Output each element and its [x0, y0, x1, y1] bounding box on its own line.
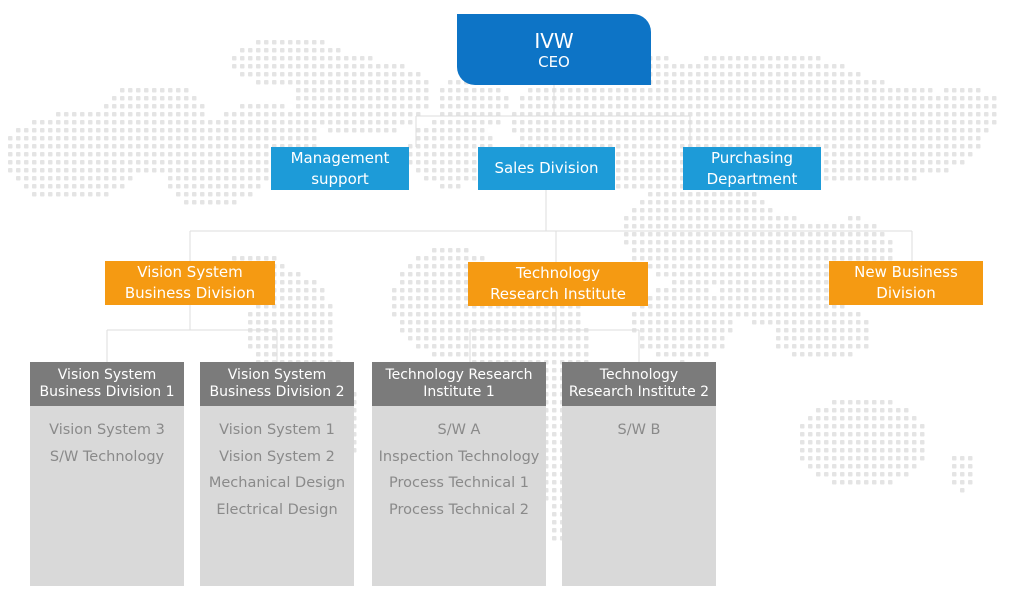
box-label-line1: Management: [290, 148, 390, 167]
header-line1: Vision System: [57, 367, 157, 383]
box-label-line1: New Business: [854, 263, 958, 281]
box-label-line1: Technology: [515, 264, 601, 282]
ceo-name: IVW: [534, 28, 574, 53]
box-label-line2: support: [311, 169, 369, 188]
team-item: Vision System 1: [219, 422, 335, 438]
research-institute-2-header: Technology Research Institute 2: [562, 362, 716, 406]
management-support-box: Management support: [271, 147, 409, 190]
connector-vision-division: [106, 305, 278, 362]
vision-division-2-body: Vision System 1 Vision System 2 Mechanic…: [200, 406, 354, 586]
box-label-line1: Vision System: [137, 263, 243, 281]
box-label-line2: Research Institute: [490, 285, 626, 303]
team-item: S/W B: [617, 422, 661, 438]
team-item: S/W A: [437, 422, 481, 438]
connector-ceo-level1: [415, 85, 691, 147]
purchasing-department-box: Purchasing Department: [683, 147, 821, 190]
header-line1: Vision System: [227, 367, 327, 383]
box-label-line2: Division: [876, 284, 936, 302]
box-label-line2: Department: [706, 169, 798, 188]
research-institute-1-header: Technology Research Institute 1: [372, 362, 546, 406]
box-label-line1: Sales Division: [494, 159, 599, 177]
team-item: S/W Technology: [49, 448, 165, 465]
box-label-line2: Business Division: [124, 284, 256, 302]
team-item: Process Technical 1: [388, 475, 530, 491]
research-institute-2-body: S/W B: [562, 406, 716, 586]
new-business-division-box: New Business Division: [829, 261, 983, 305]
connector-level1-level2: [189, 190, 913, 262]
sales-division-box: Sales Division: [478, 147, 615, 190]
header-line1: Technology Research: [385, 367, 533, 383]
header-line1: Technology: [599, 367, 679, 383]
vision-system-business-division-box: Vision System Business Division: [105, 261, 275, 305]
vision-division-1-header: Vision System Business Division 1: [30, 362, 184, 406]
vision-division-2-header: Vision System Business Division 2: [200, 362, 354, 406]
team-item: Mechanical Design: [208, 475, 346, 491]
header-line2: Business Division 2: [209, 384, 345, 400]
team-item: Vision System 3: [49, 422, 165, 438]
ceo-title: CEO: [538, 52, 570, 71]
team-item: Inspection Technology: [378, 448, 540, 465]
team-item: Electrical Design: [216, 501, 338, 518]
team-item: Process Technical 2: [388, 501, 530, 518]
technology-research-institute-box: Technology Research Institute: [468, 262, 648, 306]
vision-division-1-body: Vision System 3 S/W Technology: [30, 406, 184, 586]
box-label-line1: Purchasing: [710, 148, 794, 167]
team-item: Vision System 2: [219, 448, 335, 465]
ceo-box: IVW CEO: [457, 14, 651, 85]
header-line2: Research Institute 2: [568, 384, 710, 400]
research-institute-1-body: S/W A Inspection Technology Process Tech…: [372, 406, 546, 586]
header-line2: Business Division 1: [39, 384, 175, 400]
connector-research-institute: [469, 306, 640, 362]
header-line2: Institute 1: [423, 384, 495, 400]
